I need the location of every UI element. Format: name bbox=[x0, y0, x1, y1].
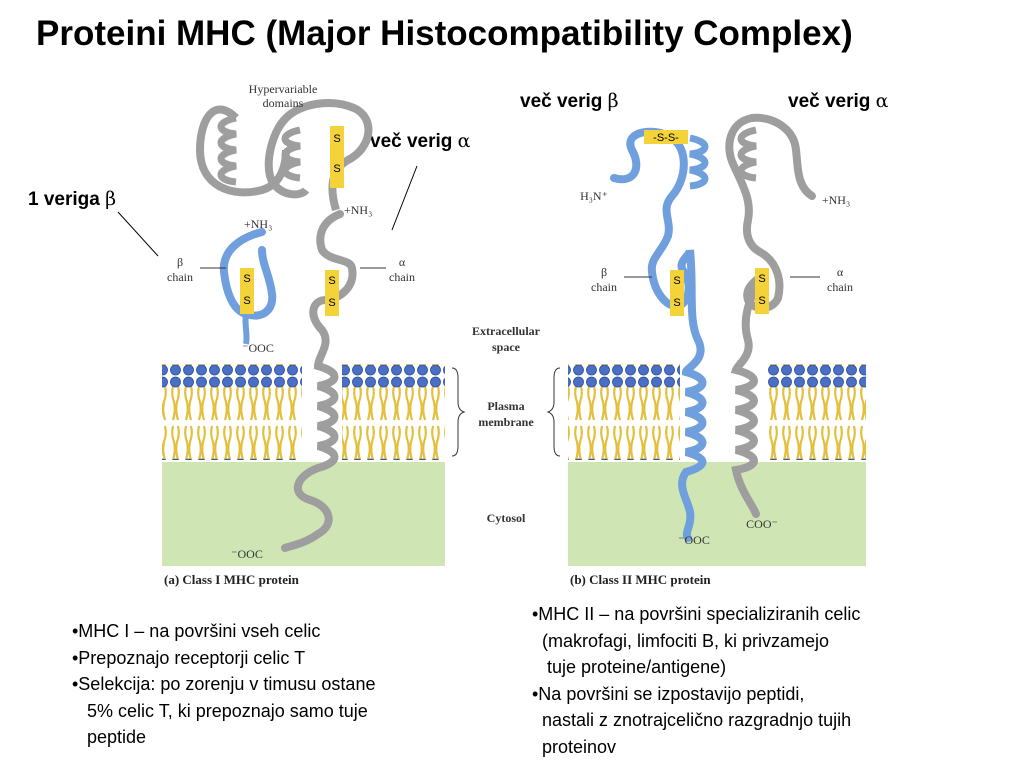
chain-label: chain bbox=[591, 280, 617, 294]
bullet-line: •Na površini se izpostavijo peptidi, bbox=[532, 683, 805, 704]
bullets-right: •MHC II – na površini specializiranih ce… bbox=[532, 601, 860, 760]
callout-line-alpha bbox=[391, 165, 418, 231]
svg-text:Extracellular: Extracellular bbox=[472, 324, 541, 338]
bullet-line: tuje proteine/antigene) bbox=[532, 657, 727, 677]
beta-label: β bbox=[177, 255, 183, 269]
caption-b: (b) Class II MHC protein bbox=[570, 572, 711, 587]
bullet-line: •MHC I – na površini vseh celic bbox=[72, 621, 321, 641]
bullet-line: •MHC II – na površini specializiranih ce… bbox=[532, 604, 861, 624]
callout-multi-chain-alpha-right: več verig α bbox=[788, 90, 889, 113]
chain-label: chain bbox=[389, 270, 415, 284]
svg-text:S: S bbox=[328, 275, 335, 287]
beta-symbol: β bbox=[607, 90, 619, 112]
bullet-line: proteinov bbox=[532, 736, 617, 757]
disulfide-box bbox=[330, 126, 344, 188]
callout-text: več verig bbox=[370, 131, 458, 152]
hypervariable-label: Hypervariable bbox=[249, 82, 318, 96]
beta-label: β bbox=[601, 265, 607, 279]
beta-symbol: β bbox=[105, 188, 117, 210]
coo-label: COO⁻ bbox=[746, 517, 778, 531]
svg-text:S: S bbox=[333, 133, 340, 145]
loop-a-left bbox=[195, 105, 290, 197]
chain-label: chain bbox=[827, 280, 853, 294]
bullet-line: nastali z znotrajcelično razgradnjo tuji… bbox=[532, 710, 852, 730]
nh3-label: +NH₃ bbox=[344, 203, 372, 217]
callout-multi-chain-beta-right: več verig β bbox=[520, 90, 619, 113]
callout-one-chain-beta: 1 veriga β bbox=[28, 188, 116, 211]
alpha-label: α bbox=[399, 255, 406, 269]
svg-text:space: space bbox=[492, 340, 521, 354]
membrane-left-a bbox=[162, 364, 302, 460]
disulfide-box bbox=[755, 268, 769, 314]
alpha-helix-b bbox=[737, 126, 757, 182]
svg-text:S: S bbox=[243, 273, 250, 285]
panel-class-two: -S-S- S S S S H₃N⁺ +NH₃ β chain α chain … bbox=[568, 113, 866, 587]
cytosol-region bbox=[568, 462, 866, 566]
disulfide-box bbox=[644, 130, 688, 144]
ooc-label: ⁻OOC bbox=[242, 341, 274, 355]
panel-class-one: S S S S S S Hypervariable domains +NH₃ +… bbox=[162, 82, 445, 587]
page-title: Proteini MHC (Major Histocompatibility C… bbox=[36, 14, 853, 53]
svg-text:S: S bbox=[758, 295, 765, 307]
membrane-right-a bbox=[342, 364, 445, 460]
callout-text: 1 veriga bbox=[28, 189, 106, 210]
callout-text: več verig bbox=[788, 91, 876, 112]
alpha-label: α bbox=[837, 265, 844, 279]
caption-a: (a) Class I MHC protein bbox=[164, 572, 300, 587]
nh3-label: +NH₃ bbox=[822, 193, 850, 207]
alpha-symbol: α bbox=[875, 90, 889, 112]
alpha-symbol: α bbox=[457, 130, 471, 152]
bullet-line: •Selekcija: po zorenju v timusu ostane bbox=[72, 674, 376, 694]
membrane-left-b bbox=[568, 364, 680, 460]
disulfide-box bbox=[240, 268, 254, 314]
bullet-line: peptide bbox=[72, 727, 147, 747]
svg-text:S: S bbox=[333, 163, 340, 175]
bullet-line: (makrofagi, limfociti B, ki privzamejo bbox=[532, 630, 830, 651]
svg-text:membrane: membrane bbox=[478, 415, 534, 429]
callout-text: več verig bbox=[520, 91, 608, 112]
h3n-label: H₃N⁺ bbox=[580, 189, 608, 203]
bullet-line: •Prepoznajo receptorji celic T bbox=[72, 647, 306, 668]
svg-text:S: S bbox=[673, 275, 680, 287]
svg-text:S: S bbox=[673, 297, 680, 309]
alpha-upper-loop-a bbox=[264, 99, 373, 212]
helix-a-1 bbox=[217, 114, 237, 186]
membrane-right-b bbox=[766, 364, 866, 460]
svg-text:S: S bbox=[328, 297, 335, 309]
callout-line-beta bbox=[117, 211, 159, 257]
svg-text:Cytosol: Cytosol bbox=[487, 511, 526, 525]
beta-helix-b bbox=[689, 134, 709, 190]
beta-tail-a bbox=[242, 313, 250, 345]
chain-label: chain bbox=[167, 270, 193, 284]
ooc-label: ⁻OOC bbox=[231, 547, 263, 561]
middle-labels: Extracellular space Plasma membrane Cyto… bbox=[451, 324, 561, 525]
disulfide-box bbox=[670, 270, 684, 316]
callout-multi-chain-alpha-left: več verig α bbox=[370, 130, 471, 153]
bullet-line: 5% celic T, ki prepoznajo samo tuje bbox=[72, 700, 368, 721]
hypervariable-label: domains bbox=[263, 96, 304, 110]
disulfide-box bbox=[325, 270, 339, 316]
beta-chain-b bbox=[610, 127, 707, 542]
svg-text:S: S bbox=[758, 273, 765, 285]
svg-text:Plasma: Plasma bbox=[487, 399, 524, 413]
alpha-chain-a bbox=[281, 210, 357, 552]
bullets-left: •MHC I – na površini vseh celic •Prepozn… bbox=[72, 618, 375, 751]
svg-text:S: S bbox=[243, 295, 250, 307]
svg-text:-S-S-: -S-S- bbox=[653, 132, 679, 144]
nh3-label: +NH₃ bbox=[244, 217, 272, 231]
ooc-label: ⁻OOC bbox=[678, 533, 710, 547]
